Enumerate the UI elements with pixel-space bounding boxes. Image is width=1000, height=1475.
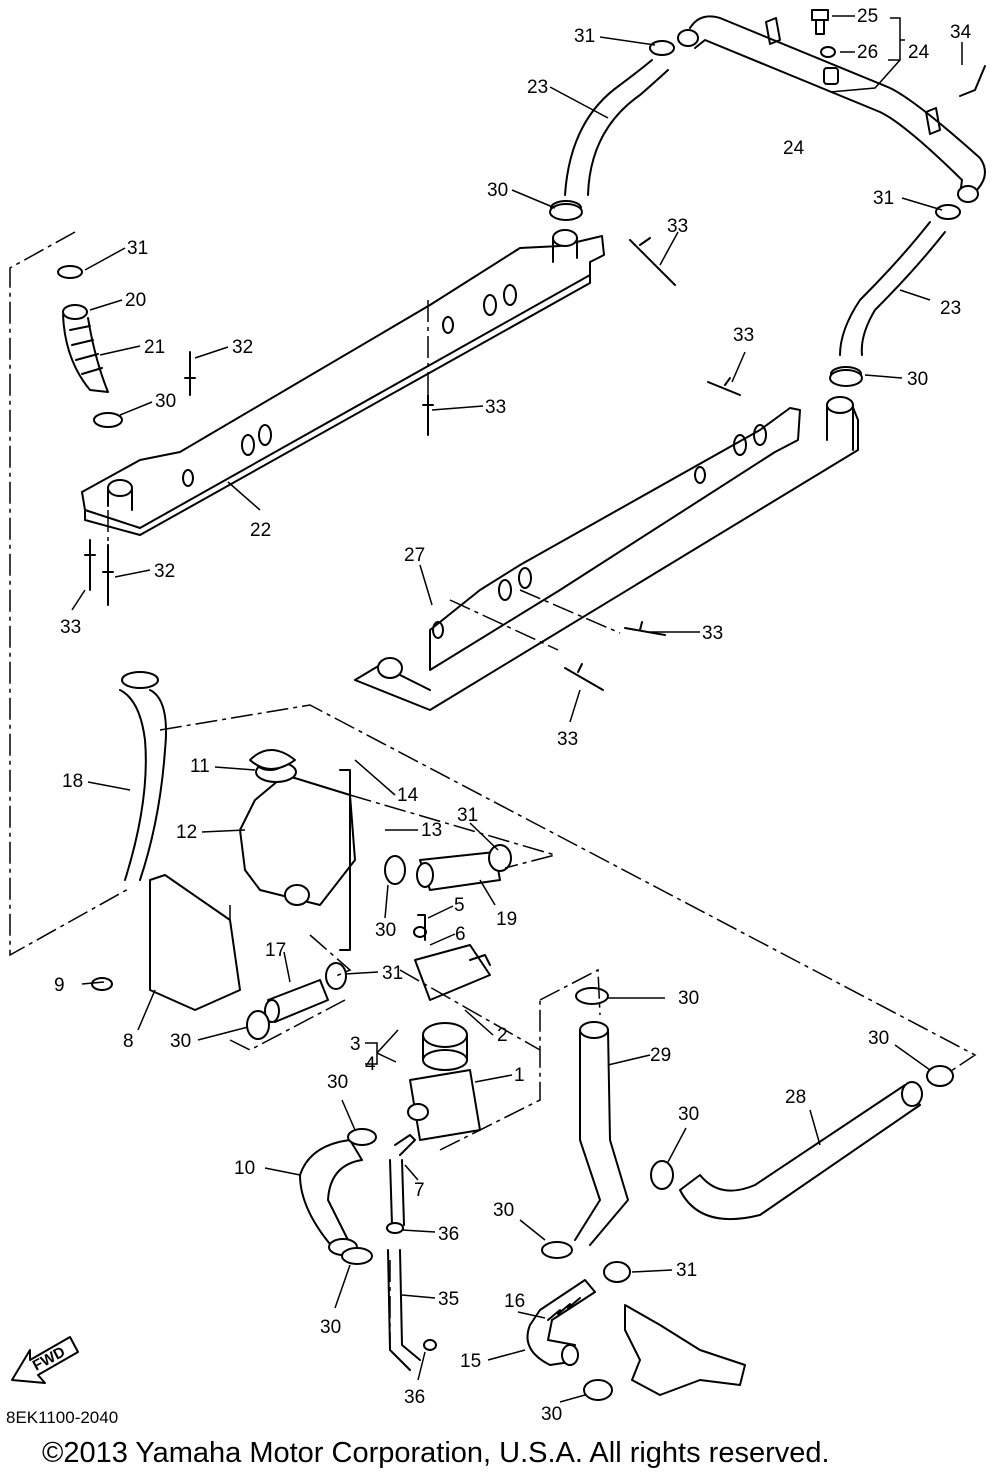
- hose-15-16: [526, 1279, 746, 1396]
- thermostat-assembly: [407, 914, 491, 1141]
- part-label: 2: [497, 1025, 508, 1046]
- hose-10: [299, 1139, 363, 1256]
- part-label: 23: [940, 298, 961, 319]
- upper-pipe-assembly: [550, 9, 986, 382]
- part-label: 30: [868, 1028, 889, 1049]
- part-label: 33: [557, 729, 578, 750]
- hose-18: [119, 671, 167, 881]
- hose-35-7: [387, 1134, 421, 1371]
- part-label: 31: [676, 1260, 697, 1281]
- part-label: 15: [460, 1351, 481, 1372]
- part-label: 31: [574, 26, 595, 47]
- part-label: 19: [496, 909, 517, 930]
- part-label: 30: [907, 369, 928, 390]
- part-label: 17: [265, 940, 286, 961]
- part-label: 23: [527, 77, 548, 98]
- part-label: 32: [154, 561, 175, 582]
- part-label: 30: [170, 1031, 191, 1052]
- hose-29: [574, 1021, 629, 1246]
- guide-lines: [9, 231, 977, 1350]
- part-label: 26: [857, 42, 878, 63]
- part-label: 30: [487, 180, 508, 201]
- part-label: 28: [785, 1087, 806, 1108]
- part-label: 10: [234, 1158, 255, 1179]
- part-label: 33: [60, 617, 81, 638]
- part-label: 31: [457, 805, 478, 826]
- part-label: 13: [421, 820, 442, 841]
- part-label: 30: [678, 1104, 699, 1125]
- part-label: 33: [667, 216, 688, 237]
- coolant-tank-12: [239, 749, 356, 951]
- part-label: 36: [404, 1387, 425, 1408]
- part-label: 7: [414, 1180, 425, 1201]
- part-label: 3: [350, 1034, 361, 1055]
- part-labels: 31 23 30 25 26 24 24 34 31 23 30 33 31 2…: [54, 6, 972, 1425]
- part-label: 25: [857, 6, 878, 27]
- part-label: 9: [54, 975, 65, 996]
- part-label: 32: [232, 337, 253, 358]
- part-label: 36: [438, 1224, 459, 1245]
- part-label: 30: [320, 1317, 341, 1338]
- part-label: 1: [514, 1065, 525, 1086]
- manifold-27: [354, 396, 859, 711]
- manifold-22: [81, 229, 605, 536]
- part-label: 31: [127, 238, 148, 259]
- part-label: 22: [250, 520, 271, 541]
- leader-lines: [71, 15, 963, 1403]
- hose-19-17: [264, 851, 501, 1023]
- part-label: 14: [397, 785, 419, 806]
- part-label: 30: [375, 920, 396, 941]
- clamps: [91, 203, 954, 1401]
- part-label: 33: [702, 623, 723, 644]
- bracket-8: [149, 874, 241, 1011]
- left-hoses: [57, 237, 741, 691]
- part-label: 6: [455, 924, 466, 945]
- part-label: 8: [123, 1031, 134, 1052]
- part-label: 24: [908, 42, 930, 63]
- fwd-arrow-icon: FWD: [11, 1336, 79, 1384]
- part-label: 35: [438, 1289, 459, 1310]
- part-label: 33: [733, 325, 754, 346]
- part-label: 18: [62, 771, 83, 792]
- part-label: 20: [125, 290, 146, 311]
- part-label: 12: [176, 822, 197, 843]
- hose-28: [679, 1081, 923, 1221]
- part-label: 30: [327, 1072, 348, 1093]
- part-label: 5: [454, 895, 465, 916]
- part-label: 33: [485, 397, 506, 418]
- part-label: 30: [678, 988, 699, 1009]
- part-label: 30: [541, 1404, 562, 1425]
- part-label: 4: [365, 1054, 376, 1075]
- part-label: 30: [155, 391, 176, 412]
- copyright-notice: ©2013 Yamaha Motor Corporation, U.S.A. A…: [42, 1437, 830, 1469]
- part-label: 16: [504, 1291, 525, 1312]
- part-label: 30: [493, 1200, 514, 1221]
- part-label: 11: [190, 756, 210, 777]
- part-label: 31: [873, 188, 894, 209]
- part-label: 24: [783, 138, 805, 159]
- diagram-code: 8EK1100-2040: [6, 1408, 118, 1427]
- part-label: 21: [144, 337, 165, 358]
- part-label: 31: [382, 963, 403, 984]
- part-label: 34: [950, 22, 972, 43]
- part-label: 27: [404, 545, 425, 566]
- part-label: 29: [650, 1045, 671, 1066]
